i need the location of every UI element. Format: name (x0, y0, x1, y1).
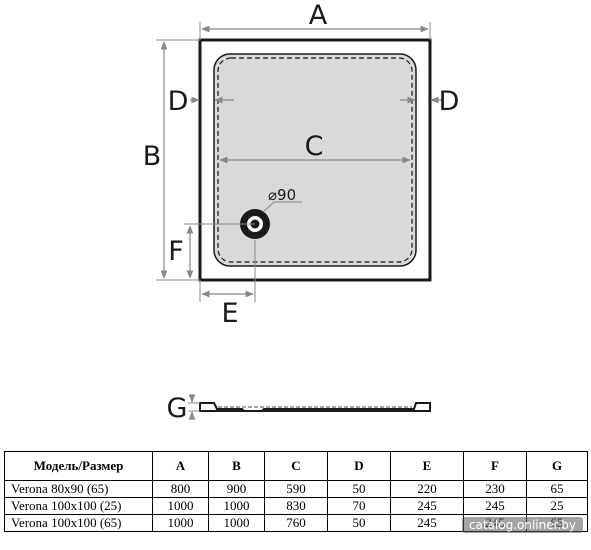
cell-a: 1000 (152, 514, 209, 532)
cell-b: 1000 (208, 497, 265, 515)
dimension-f: F (168, 223, 255, 281)
cell-b: 1000 (208, 514, 265, 532)
dimension-a-label: A (309, 0, 328, 31)
dimension-e: E (199, 240, 256, 329)
cell-c: 590 (264, 480, 328, 498)
cell-b: 900 (208, 480, 265, 498)
table-row: Verona 80x90 (65) 800 900 590 50 220 230… (4, 480, 588, 498)
dimension-d-left: D (168, 86, 234, 117)
dimension-g: G (167, 393, 200, 424)
cell-e: 245 (390, 497, 464, 515)
cell-d: 50 (327, 514, 391, 532)
cell-f: 230 (463, 480, 527, 498)
dimension-c-label: C (305, 131, 324, 162)
dimension-b: B (143, 39, 200, 281)
header-d: D (327, 451, 391, 481)
cell-g: 65 (526, 480, 588, 498)
cell-c: 830 (264, 497, 328, 515)
header-e: E (390, 451, 464, 481)
header-g: G (526, 451, 588, 481)
dimension-g-label: G (167, 393, 188, 424)
header-f: F (463, 451, 527, 481)
watermark: catalog.onliner.by (461, 517, 583, 533)
header-model: Модель/Размер (4, 451, 153, 481)
shower-tray-diagram: A B C D D ⌀90 F E (143, 0, 460, 424)
header-b: B (208, 451, 265, 481)
table-row: Verona 100x100 (25) 1000 1000 830 70 245… (4, 497, 588, 515)
cell-f: 245 (463, 497, 527, 515)
drain-diameter-callout: ⌀90 (262, 186, 302, 213)
cell-e: 220 (390, 480, 464, 498)
table-header-row: Модель/Размер A B C D E F G (4, 451, 588, 481)
cell-model: Verona 100x100 (65) (4, 514, 153, 532)
cell-d: 70 (327, 497, 391, 515)
tray-side-profile (199, 402, 431, 412)
cell-model: Verona 80x90 (65) (4, 480, 153, 498)
header-a: A (152, 451, 209, 481)
cell-g: 25 (526, 497, 588, 515)
dimension-b-label: B (143, 141, 162, 172)
drain-diameter-label: ⌀90 (268, 186, 296, 204)
header-c: C (264, 451, 328, 481)
dimension-d-right: D (400, 86, 459, 117)
dimension-f-label: F (168, 236, 184, 267)
tray-dashed-outline (217, 57, 413, 263)
cell-a: 800 (152, 480, 209, 498)
dimension-c: C (219, 131, 411, 164)
dimension-d-label-right: D (439, 86, 460, 117)
cell-model: Verona 100x100 (25) (4, 497, 153, 515)
cell-a: 1000 (152, 497, 209, 515)
dimensions-table: Модель/Размер A B C D E F G Verona 80x90… (4, 451, 588, 532)
dimension-a: A (199, 0, 431, 40)
dimension-d-label-left: D (168, 86, 189, 117)
dimension-e-label: E (221, 298, 238, 329)
cell-d: 50 (327, 480, 391, 498)
cell-c: 760 (264, 514, 328, 532)
cell-e: 245 (390, 514, 464, 532)
